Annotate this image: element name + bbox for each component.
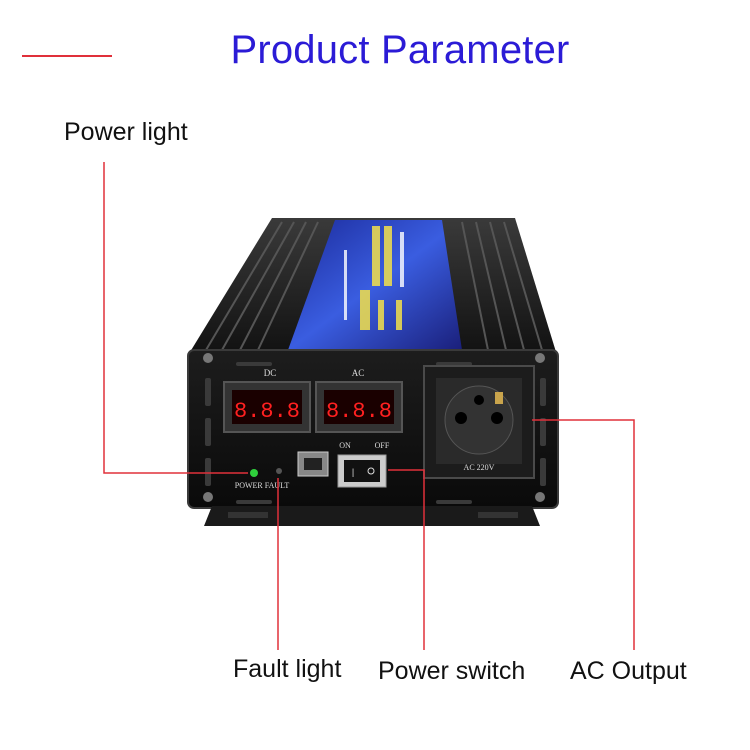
screw-icon xyxy=(535,353,545,363)
inverter-front-panel: DC 8.8.8 AC 8.8.8 POWER FAULT ON OFF | A… xyxy=(187,349,559,526)
leader-power-light xyxy=(103,162,248,474)
outlet-label: AC 220V xyxy=(464,463,495,472)
fault-led-icon xyxy=(276,468,282,474)
svg-text:|: | xyxy=(352,467,354,477)
dc-label: DC xyxy=(264,368,277,378)
ac-label: AC xyxy=(352,368,365,378)
callout-power-light: Power light xyxy=(64,118,188,146)
callout-fault-light: Fault light xyxy=(233,655,342,683)
screw-icon xyxy=(535,492,545,502)
inverter-top xyxy=(190,218,556,352)
leader-ac-output xyxy=(532,419,635,650)
ac-display-digits: 8.8.8 xyxy=(326,399,392,424)
callout-ac-output: AC Output xyxy=(570,657,687,685)
dc-display-digits: 8.8.8 xyxy=(234,399,300,424)
leader-power-switch xyxy=(388,469,425,650)
indicator-label: POWER FAULT xyxy=(235,481,290,490)
callout-power-switch: Power switch xyxy=(378,657,526,685)
power-led-icon xyxy=(250,469,258,477)
page-title: Product Parameter xyxy=(230,28,570,72)
screw-icon xyxy=(203,492,213,502)
title-accent-rule xyxy=(22,55,112,57)
switch-on-label: ON xyxy=(339,441,351,450)
screw-icon xyxy=(203,353,213,363)
leader-lines xyxy=(103,162,635,650)
switch-off-label: OFF xyxy=(375,441,390,450)
